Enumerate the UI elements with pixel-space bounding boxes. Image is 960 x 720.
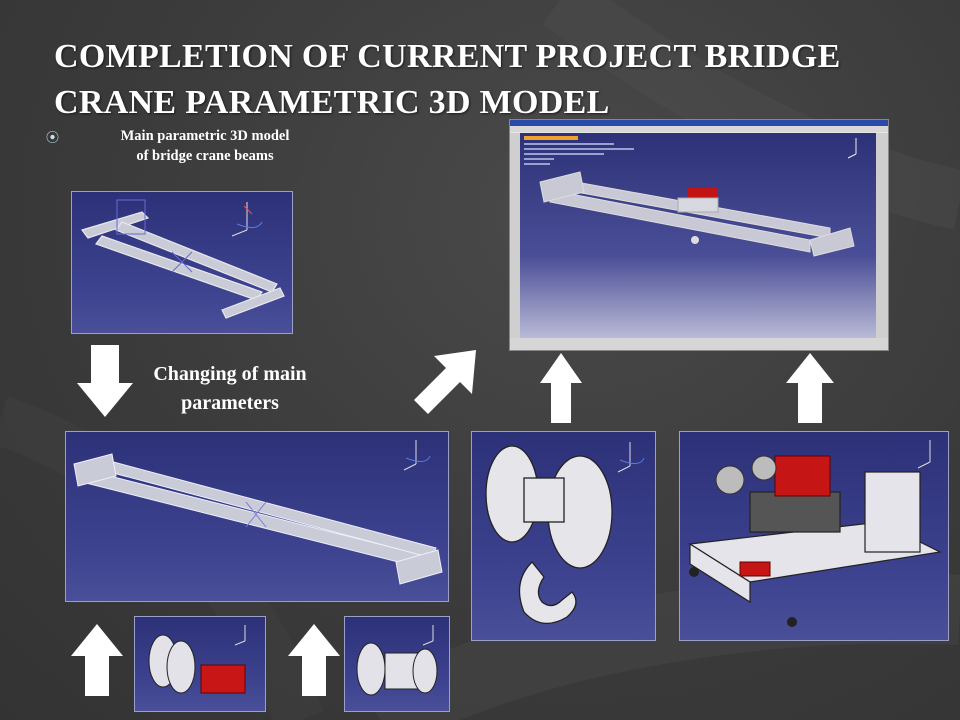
wheel-assembly-image xyxy=(344,616,450,712)
arrow-up-icon xyxy=(540,353,582,423)
axis-icon xyxy=(422,625,434,646)
arrow-down-icon xyxy=(77,345,133,417)
changing-parameters-label: Changing of main parameters xyxy=(130,360,330,418)
beams-model-image xyxy=(71,191,293,334)
changing-line2: parameters xyxy=(181,392,279,414)
slide-title: COMPLETION OF CURRENT PROJECT BRIDGE CRA… xyxy=(54,38,841,121)
arrow-up-icon xyxy=(71,624,123,696)
axis-icon xyxy=(917,440,931,469)
subtitle-line2: of bridge crane beams xyxy=(136,148,274,164)
drum-hook-image xyxy=(471,431,656,641)
axis-icon xyxy=(234,625,246,646)
arrow-up-icon xyxy=(288,624,340,696)
trolley-image xyxy=(679,431,949,641)
axis-icon xyxy=(403,440,431,471)
bullet-icon: ⦿ xyxy=(46,130,60,145)
changing-line1: Changing of main xyxy=(153,363,307,385)
subtitle: Main parametric 3D model of bridge crane… xyxy=(70,126,340,166)
axis-icon xyxy=(231,202,263,237)
long-beams-image xyxy=(65,431,449,602)
axis-icon xyxy=(847,138,857,159)
arrow-diagonal-icon xyxy=(414,350,476,414)
axis-icon xyxy=(617,442,645,473)
arrow-up-icon xyxy=(786,353,834,423)
subtitle-line1: Main parametric 3D model xyxy=(120,128,290,144)
drive-motor-image xyxy=(134,616,266,712)
catia-screenshot xyxy=(509,119,889,351)
